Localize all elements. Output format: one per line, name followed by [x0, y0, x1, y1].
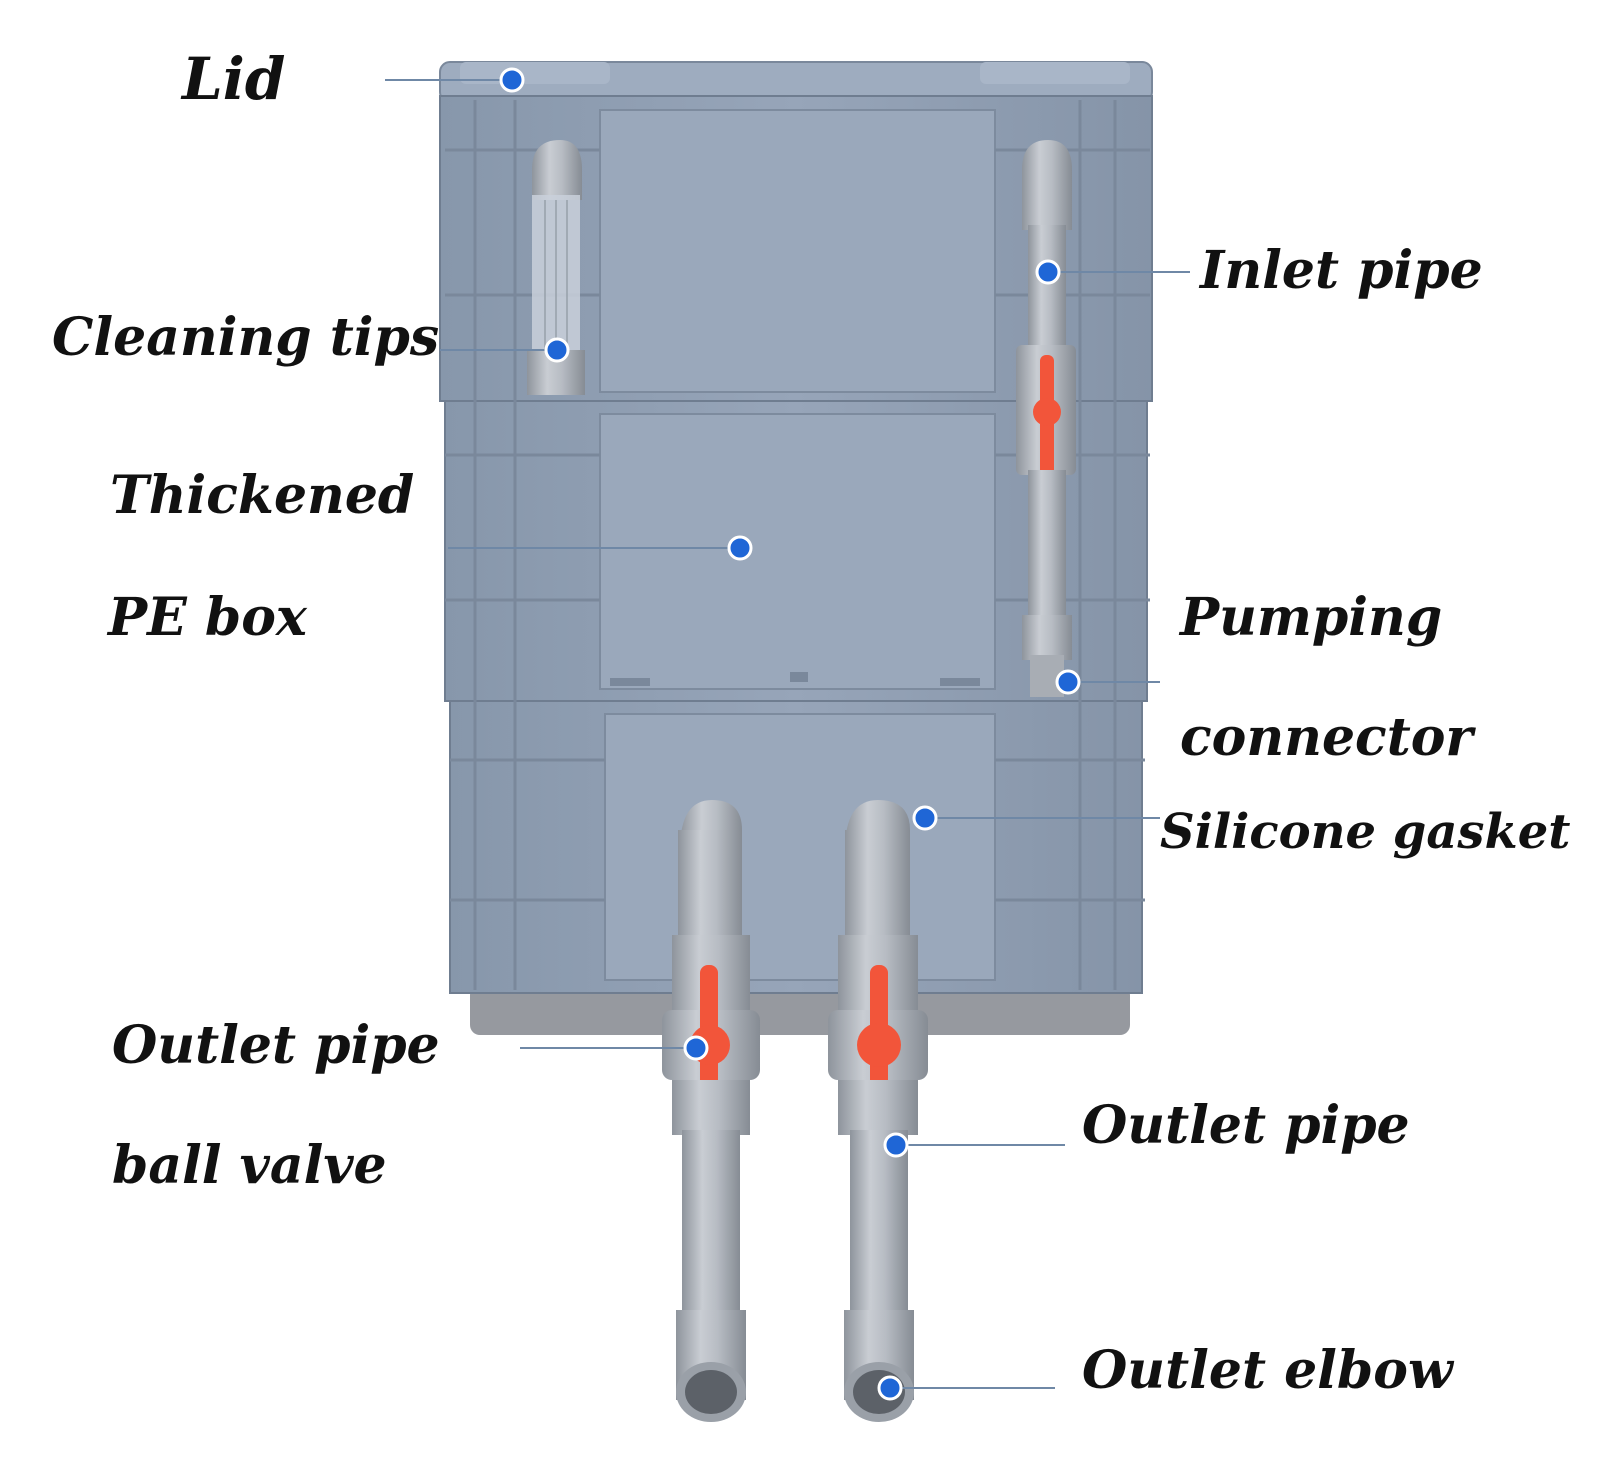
latch-right — [940, 678, 980, 686]
box-tier-top-panel — [599, 109, 996, 393]
marker-dots — [499, 67, 1081, 1401]
outlet-pipe-left — [662, 800, 760, 1422]
lid-handle-right — [980, 62, 1130, 84]
marker-outlet-elbow — [877, 1375, 903, 1401]
label-outlet-elbow: Outlet elbow — [1082, 1340, 1453, 1401]
outlet-pipe-right — [828, 800, 928, 1422]
label-thickened-line1: Thickened — [110, 465, 415, 526]
label-cleaning-tips: Cleaning tips — [52, 307, 440, 368]
marker-cleaning-tips — [544, 337, 570, 363]
box-base-shadow — [470, 985, 1130, 1035]
label-inlet-pipe: Inlet pipe — [1200, 240, 1483, 301]
label-outlet-valve-line2: ball valve — [112, 1135, 387, 1196]
marker-inlet — [1035, 259, 1061, 285]
inlet-pipe-assembly — [1016, 140, 1076, 697]
lid-handle-left — [460, 62, 610, 84]
label-outlet-pipe: Outlet pipe — [1082, 1095, 1410, 1156]
marker-lid — [499, 67, 525, 93]
label-pumping-line2: connector — [1180, 707, 1473, 768]
label-lid: Lid — [182, 45, 286, 113]
label-silicone-gasket: Silicone gasket — [1160, 804, 1571, 860]
marker-outlet-pipe — [883, 1132, 909, 1158]
marker-pumping — [1055, 669, 1081, 695]
marker-thickened — [727, 535, 753, 561]
label-pumping-line1: Pumping — [1180, 587, 1443, 648]
leader-lines — [385, 79, 1190, 1389]
label-outlet-valve-line1: Outlet pipe — [112, 1015, 440, 1076]
box-tier-bottom-panel — [604, 713, 996, 981]
latch-center — [790, 672, 808, 682]
marker-outlet-valve — [683, 1035, 709, 1061]
marker-silicone — [912, 805, 938, 831]
box-tier-middle-panel — [599, 413, 996, 690]
label-thickened-line2: PE box — [108, 587, 307, 648]
latch-left — [610, 678, 650, 686]
